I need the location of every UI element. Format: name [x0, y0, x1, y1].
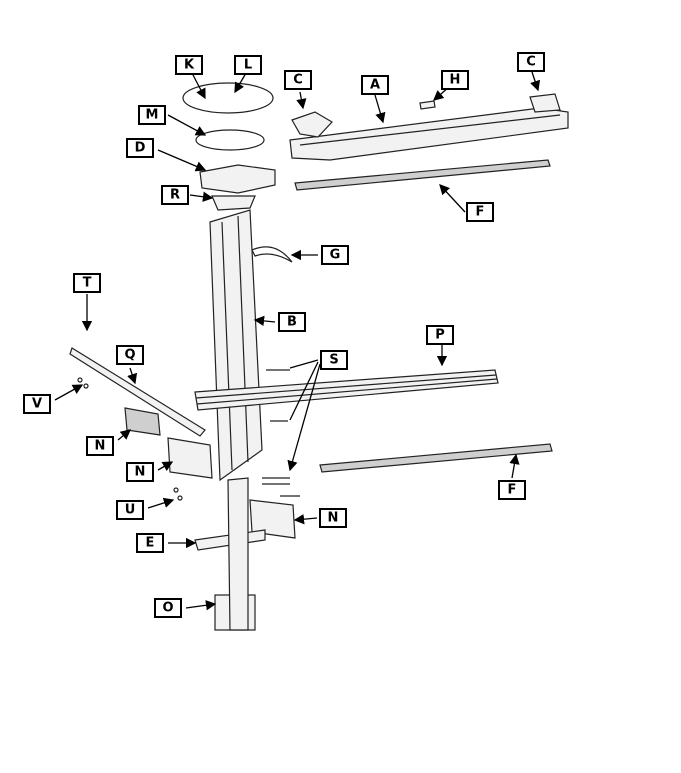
label-u: U: [116, 500, 144, 520]
label-d: D: [126, 138, 154, 158]
screws: [77, 369, 300, 501]
svg-text:N: N: [328, 511, 339, 526]
label-p: P: [426, 325, 454, 345]
svg-text:N: N: [95, 439, 106, 454]
svg-text:F: F: [476, 205, 485, 220]
label-o: O: [154, 598, 182, 618]
svg-text:P: P: [435, 328, 445, 343]
svg-text:N: N: [135, 465, 146, 480]
part-d-top-plate: [199, 164, 276, 194]
label-m: M: [138, 105, 166, 125]
svg-text:B: B: [287, 315, 297, 330]
part-f-cover-lower: [319, 443, 553, 473]
svg-text:T: T: [83, 276, 92, 291]
part-post-lower: [227, 477, 249, 631]
svg-text:E: E: [146, 536, 155, 551]
parts-drawing: [69, 82, 569, 631]
part-n-left-bracket: [167, 437, 213, 479]
svg-text:U: U: [125, 503, 136, 518]
part-f-cover-upper: [294, 159, 551, 191]
part-n-right-bracket: [249, 499, 296, 539]
part-q-strap: [69, 347, 206, 437]
svg-text:M: M: [146, 108, 159, 123]
svg-text:R: R: [170, 188, 180, 203]
svg-text:V: V: [32, 397, 42, 412]
label-f-upper: F: [466, 202, 494, 222]
label-n-left: N: [126, 462, 154, 482]
part-b-upright: [209, 209, 263, 482]
svg-text:G: G: [330, 248, 341, 263]
label-c-left: C: [284, 70, 312, 90]
part-labels: K L C A H C M D R G F T B P S Q V N N U …: [23, 52, 545, 618]
svg-text:A: A: [370, 78, 380, 93]
svg-text:F: F: [508, 483, 517, 498]
part-c-cap-left: [291, 111, 333, 138]
label-r: R: [161, 185, 189, 205]
part-h-clip: [419, 100, 436, 110]
leader-lines: [54, 71, 541, 611]
part-m-screws-ring: [195, 129, 265, 151]
svg-text:C: C: [526, 55, 536, 70]
label-q: Q: [116, 345, 144, 365]
label-n-right: N: [319, 508, 347, 528]
label-a: A: [361, 75, 389, 95]
label-t: T: [73, 273, 101, 293]
label-e: E: [136, 533, 164, 553]
svg-text:H: H: [450, 73, 461, 88]
svg-text:K: K: [184, 58, 195, 73]
svg-text:S: S: [329, 353, 338, 368]
label-s: S: [320, 350, 348, 370]
svg-text:L: L: [244, 58, 252, 73]
label-l: L: [234, 55, 262, 75]
part-a-top-rail: [289, 107, 569, 161]
svg-text:Q: Q: [124, 348, 135, 363]
svg-text:O: O: [162, 601, 173, 616]
label-v: V: [23, 394, 51, 414]
label-b: B: [278, 312, 306, 332]
label-h: H: [441, 70, 469, 90]
label-f-lower: F: [498, 480, 526, 500]
part-r-connector: [211, 195, 256, 211]
label-k: K: [175, 55, 203, 75]
svg-text:C: C: [293, 73, 303, 88]
part-n-block: [124, 407, 161, 436]
part-k-l-screws-ring: [182, 82, 274, 114]
svg-text:D: D: [135, 141, 146, 156]
label-n-block: N: [86, 436, 114, 456]
label-g: G: [321, 245, 349, 265]
label-c-right: C: [517, 52, 545, 72]
part-c-cap-right: [529, 93, 561, 113]
part-g-clip: [251, 246, 293, 263]
